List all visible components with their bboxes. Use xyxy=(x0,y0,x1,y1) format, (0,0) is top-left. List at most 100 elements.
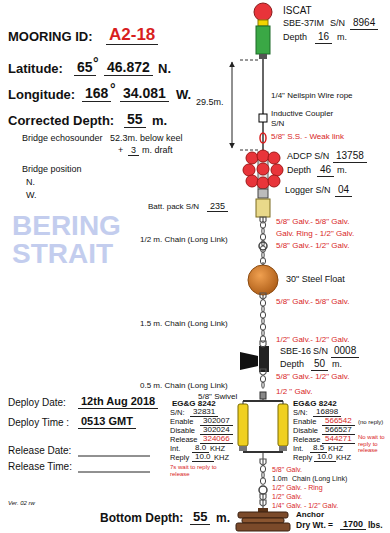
sbe16-fin xyxy=(240,352,258,370)
field-label: Longitude: xyxy=(8,88,75,102)
weak-link xyxy=(260,133,266,143)
swivel xyxy=(260,392,266,399)
field-label: S/N xyxy=(271,120,284,128)
field-label: MOORING ID: xyxy=(8,30,93,44)
field-label: Anchor xyxy=(296,511,324,519)
blank-field-line xyxy=(78,472,150,473)
anchor-wheel xyxy=(242,518,284,523)
field-label: ISCAT xyxy=(283,6,312,17)
field-value: 1700 xyxy=(340,520,366,530)
anchor-wheel xyxy=(238,512,288,518)
field-value: 544271 xyxy=(322,435,355,444)
field-label: Depth xyxy=(283,33,307,42)
field-label: Release Date: xyxy=(8,446,71,457)
field-value: 32831 xyxy=(190,408,218,417)
chains xyxy=(260,217,266,506)
field-value: 50 xyxy=(311,359,328,371)
field-label: (no reply) xyxy=(358,419,383,425)
field-label: 1.5 m. Chain (Long Link) xyxy=(140,320,228,328)
adcp-float xyxy=(271,164,283,176)
field-label: Logger S/N xyxy=(285,186,331,195)
inductive-coupler xyxy=(259,114,267,122)
shackle xyxy=(260,369,266,375)
field-label: KHZ xyxy=(210,445,225,453)
release-hook xyxy=(239,446,247,451)
field-label: N. xyxy=(158,62,171,76)
shackle xyxy=(260,494,266,500)
fitting-label: 5/8" Galv.- 5/8" Galv. xyxy=(276,218,349,226)
adcp-float xyxy=(257,177,269,189)
field-label: m. draft xyxy=(142,146,173,155)
field-label: Batt. pack S/N xyxy=(148,203,199,211)
field-label: 1/4" Neilspin Wire rope xyxy=(271,92,353,100)
field-label: W. xyxy=(26,191,37,200)
shackle xyxy=(260,500,266,506)
field-label: S/N xyxy=(330,19,345,28)
fitting-label: 1/2" Galv. - Ring xyxy=(272,484,323,491)
field-value: 0513 GMT xyxy=(78,416,136,429)
acoustic-release xyxy=(278,404,288,446)
field-label: Int. xyxy=(293,445,303,453)
fitting-label: 5/8" Galv. xyxy=(272,466,302,473)
field-label: ° xyxy=(93,56,99,71)
field-label: Release xyxy=(293,436,321,444)
field-label: Latitude: xyxy=(8,62,63,76)
field-label: m. xyxy=(216,512,230,525)
field-label: lbs. xyxy=(368,521,383,530)
field-label: Ver. 02 rw xyxy=(8,500,35,506)
field-label: Corrected Depth: xyxy=(8,114,114,128)
field-value: 34.081 xyxy=(120,86,169,102)
release-frame xyxy=(243,400,283,402)
dimension-tick xyxy=(240,150,258,151)
release-frame xyxy=(283,401,284,404)
field-value: 12th Aug 2018 xyxy=(78,396,158,409)
field-value: 566527 xyxy=(322,426,355,435)
field-label: 29.5m. xyxy=(196,98,224,107)
field-label: Bottom Depth: xyxy=(100,512,183,525)
dimension-tick xyxy=(240,60,258,61)
logger xyxy=(258,189,268,198)
field-label: Inductive Coupler xyxy=(271,110,333,118)
field-label: Deploy Date: xyxy=(8,398,66,409)
field-label: 0.5 m. Chain (Long Link) xyxy=(140,382,228,390)
fitting-label: 7s wait to reply to release xyxy=(170,464,232,477)
field-value: 16898 xyxy=(313,408,341,417)
field-label: Int. xyxy=(170,445,180,453)
field-value: 235 xyxy=(207,202,228,212)
field-value: 8.0 xyxy=(192,444,209,453)
iscat-collar xyxy=(258,20,268,26)
field-label: S/N: xyxy=(170,409,185,417)
field-value: 46.872 xyxy=(104,60,153,76)
field-label: Disable xyxy=(293,427,318,435)
field-label: Bridge position xyxy=(22,165,82,174)
adcp-float xyxy=(257,150,269,162)
shackle xyxy=(260,217,266,223)
fitting-label: 5/8" Galv.- 5/8" Galv. xyxy=(276,298,349,306)
field-value: 55 xyxy=(190,510,210,525)
anchor-wheel xyxy=(236,523,290,531)
iscat-clamp xyxy=(259,54,267,59)
adcp-float xyxy=(257,163,269,175)
shackle xyxy=(260,341,266,347)
fitting-label: 1/2" Galv. xyxy=(272,493,302,500)
field-label: Bridge echosounder xyxy=(22,134,103,143)
field-label: m. xyxy=(332,360,342,369)
field-label: KHZ xyxy=(214,454,229,462)
field-value: A2-18 xyxy=(106,26,158,45)
fitting-label: 1/2" Galv.- 1/2" Galv. xyxy=(276,336,349,344)
battery-pack xyxy=(256,199,270,217)
field-label: S/N: xyxy=(293,409,308,417)
galv-ring xyxy=(259,486,267,494)
field-value: 13758 xyxy=(333,151,367,163)
field-value: 65 xyxy=(74,60,96,76)
chain-link xyxy=(262,382,264,389)
steel-float xyxy=(248,265,278,295)
adcp-float xyxy=(246,175,258,187)
sbe16-body xyxy=(259,346,269,372)
field-label: W. xyxy=(176,88,191,102)
adcp-float xyxy=(246,152,258,164)
field-value: 10.0 xyxy=(314,453,336,462)
adcp-floats xyxy=(243,150,283,189)
field-label: Enable xyxy=(293,418,316,426)
field-value: 566542 xyxy=(322,417,355,426)
